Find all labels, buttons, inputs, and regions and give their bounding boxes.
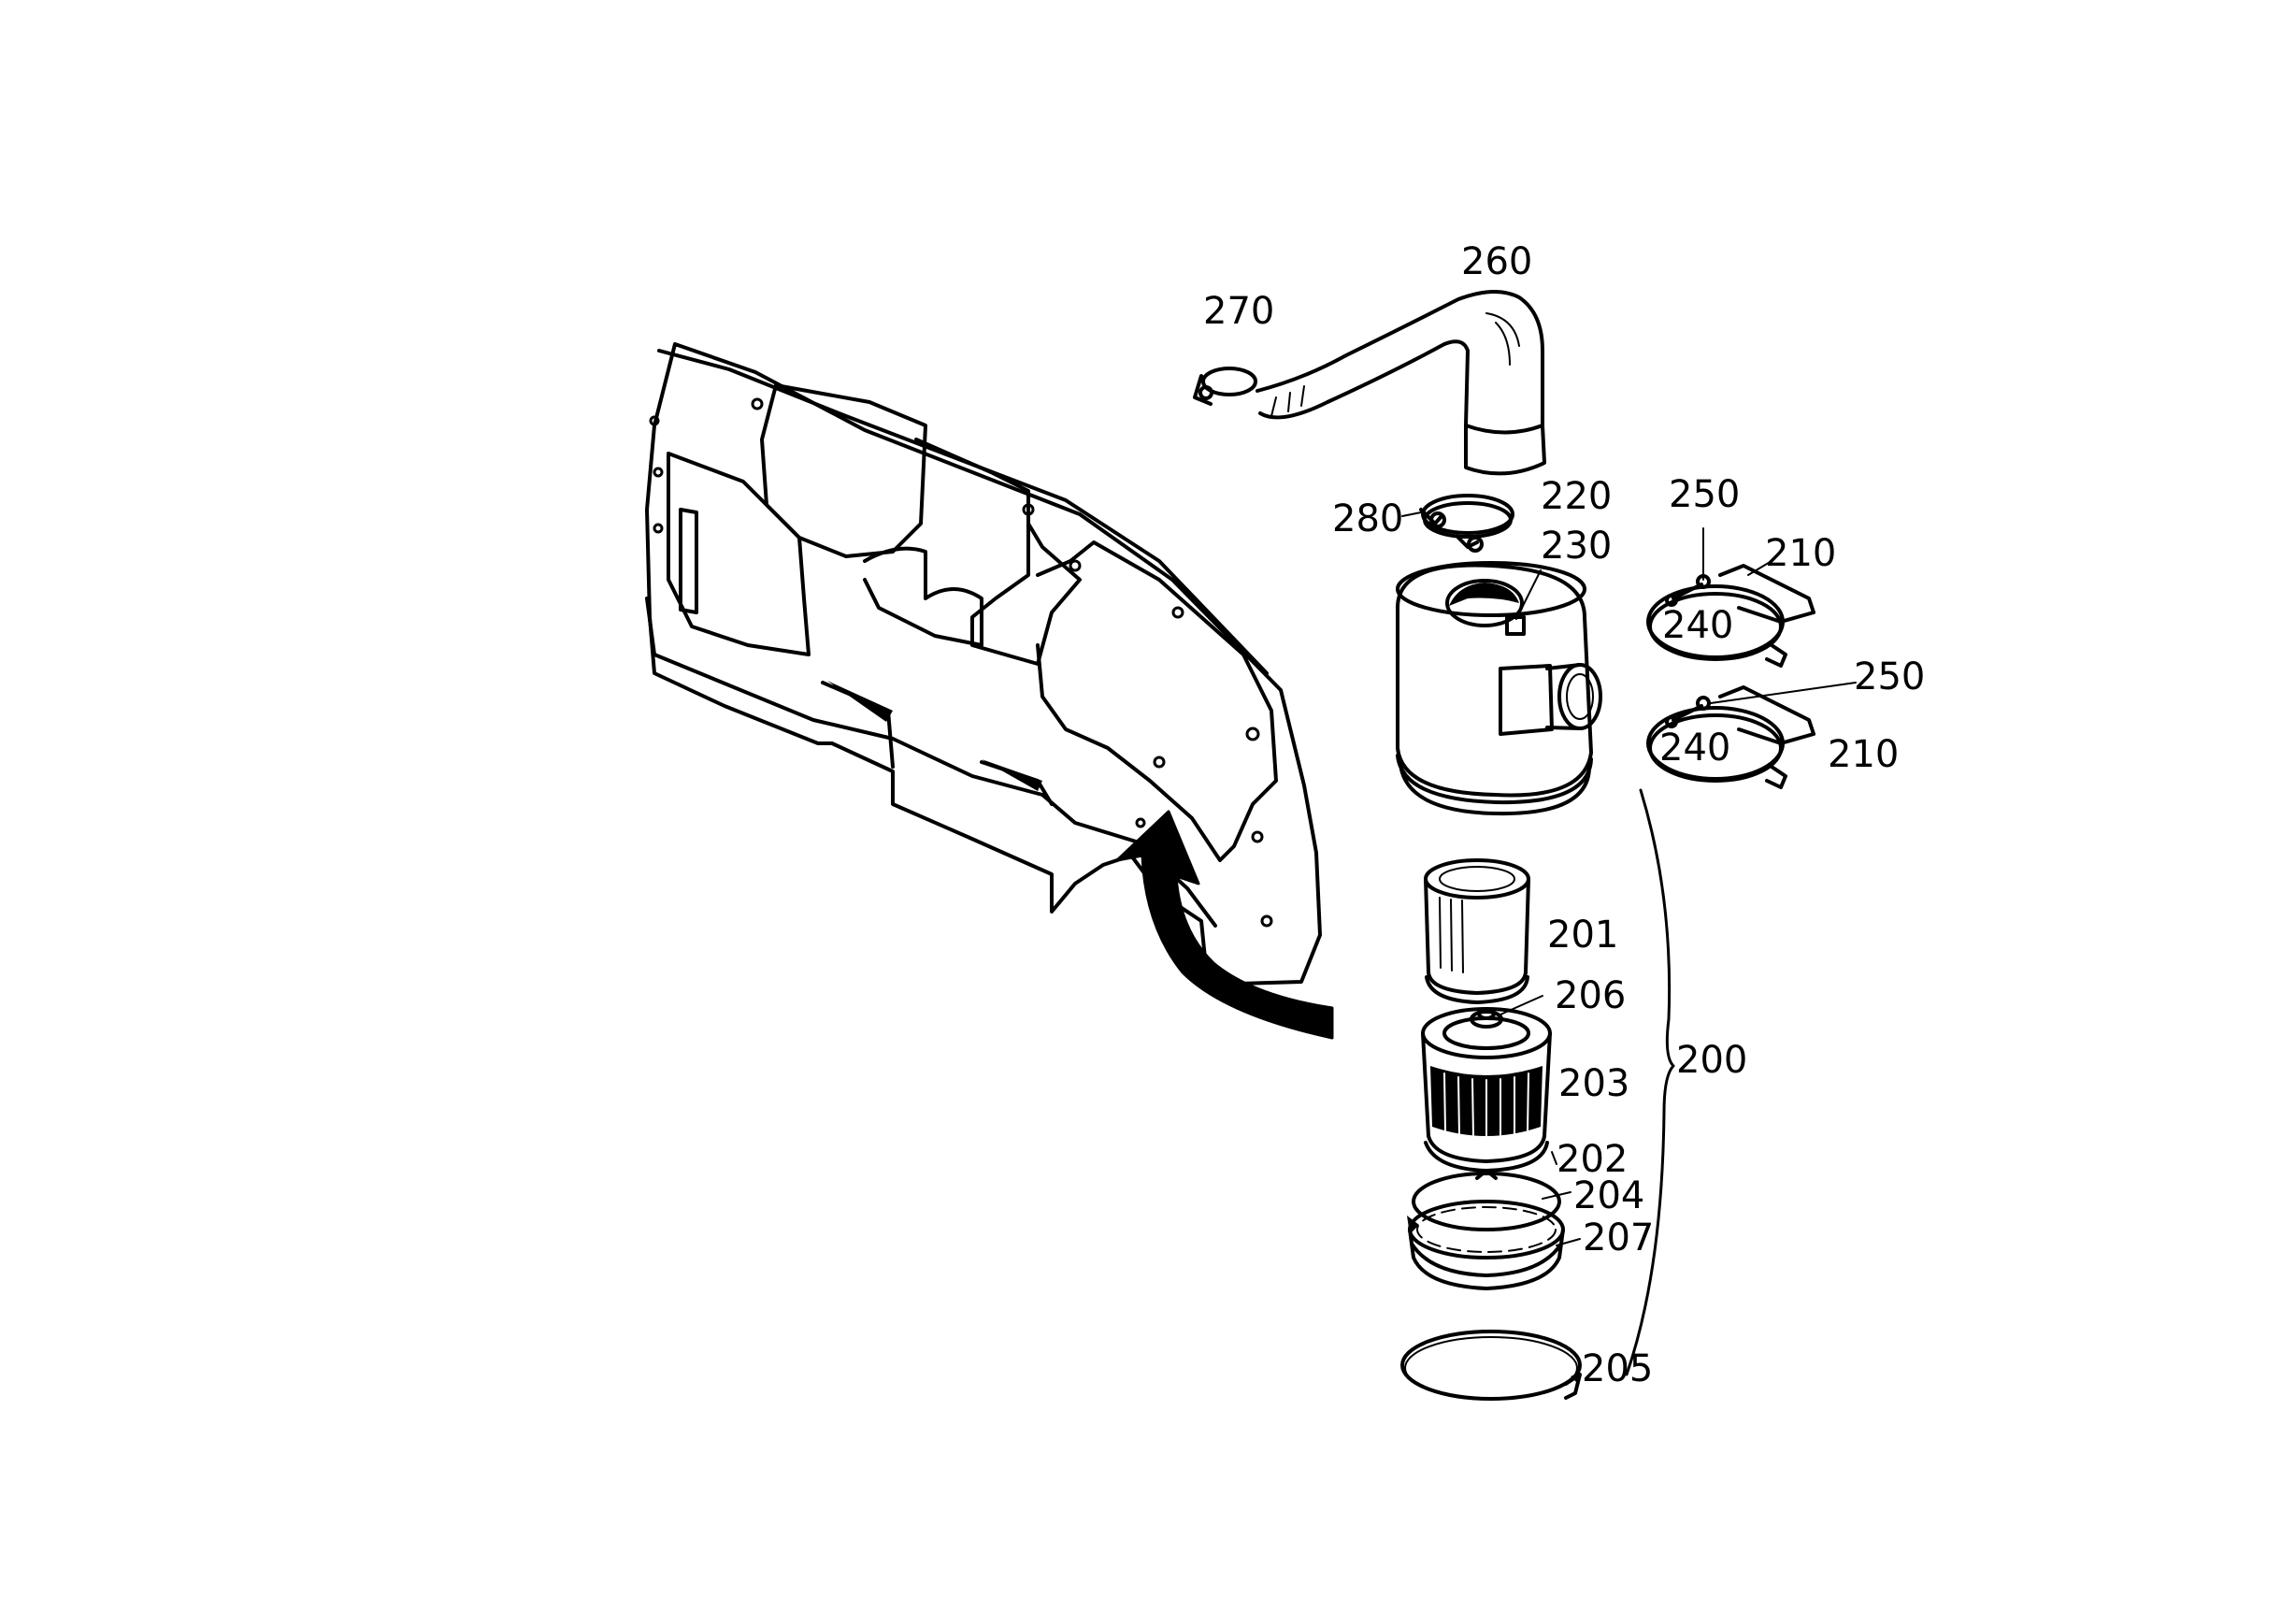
element-pleats bbox=[1443, 1072, 1529, 1139]
frame-shadows bbox=[827, 681, 1042, 791]
callout-205: 205 bbox=[1582, 1347, 1653, 1390]
mounting-band-upper bbox=[1646, 564, 1815, 668]
outlet-clamp bbox=[1419, 494, 1514, 553]
leader-206 bbox=[1500, 995, 1543, 1015]
hose-lower-edge bbox=[1258, 339, 1470, 427]
frame-left-panel bbox=[667, 452, 811, 656]
mounting-band-lower bbox=[1646, 685, 1815, 789]
assembly-brace bbox=[1625, 788, 1675, 1376]
frame-bolt-holes bbox=[649, 397, 1273, 928]
safety-element-shading bbox=[1439, 897, 1464, 973]
housing-band bbox=[1396, 754, 1593, 816]
callout-labels: 260 270 220 280 230 250 210 240 250 240 … bbox=[1203, 240, 1925, 1390]
callout-280: 280 bbox=[1332, 497, 1403, 540]
dust-cup-clip bbox=[1475, 1169, 1498, 1180]
hose-upper-edge bbox=[1256, 289, 1544, 427]
dust-cup-latch bbox=[1407, 1216, 1419, 1234]
callout-204: 204 bbox=[1573, 1174, 1644, 1217]
retaining-ring-hook bbox=[1564, 1373, 1582, 1400]
housing-inlet-tube bbox=[1545, 663, 1582, 730]
band-lower-bracket bbox=[1718, 685, 1815, 745]
air-cleaner-housing bbox=[1396, 561, 1602, 816]
callout-240a: 240 bbox=[1662, 604, 1733, 647]
callout-202: 202 bbox=[1557, 1138, 1628, 1181]
hose-ribs bbox=[1270, 385, 1305, 417]
hose-clamp-screw bbox=[1193, 374, 1213, 406]
leader-204 bbox=[1542, 1191, 1571, 1200]
leader-210a bbox=[1747, 560, 1772, 576]
leader-250b bbox=[1710, 682, 1857, 704]
frame-opening-left bbox=[760, 383, 927, 558]
leader-202 bbox=[1551, 1151, 1557, 1165]
callout-250b: 250 bbox=[1854, 655, 1925, 698]
callout-207: 207 bbox=[1583, 1216, 1654, 1259]
housing-outlet-inner bbox=[1449, 583, 1519, 606]
shadow-wedge-left bbox=[827, 681, 893, 722]
band-upper-latch bbox=[1765, 643, 1787, 668]
callout-250a: 250 bbox=[1669, 473, 1740, 516]
callout-206: 206 bbox=[1555, 974, 1626, 1017]
callout-203: 203 bbox=[1558, 1062, 1629, 1105]
intake-hose bbox=[1256, 289, 1546, 476]
dust-cup-gasket bbox=[1412, 1172, 1561, 1231]
callout-240b: 240 bbox=[1659, 727, 1730, 770]
frame-right-bay bbox=[1036, 540, 1278, 862]
callout-230: 230 bbox=[1541, 525, 1612, 568]
vacuator-valve bbox=[1505, 615, 1526, 636]
safety-filter-element bbox=[1424, 858, 1530, 1004]
leader-280 bbox=[1401, 511, 1422, 517]
housing-outlet bbox=[1445, 579, 1524, 627]
callout-200: 200 bbox=[1676, 1039, 1747, 1082]
callout-210b: 210 bbox=[1828, 733, 1899, 776]
main-filter-element bbox=[1421, 1007, 1552, 1173]
band-lower-bolt bbox=[1672, 704, 1703, 722]
housing-top bbox=[1396, 561, 1586, 617]
leader-lines bbox=[1401, 511, 1857, 1246]
hose-shading bbox=[1485, 312, 1520, 366]
callout-210a: 210 bbox=[1765, 532, 1836, 575]
callout-260: 260 bbox=[1461, 240, 1532, 283]
shadow-wedge-center bbox=[982, 759, 1042, 791]
retaining-ring bbox=[1400, 1330, 1582, 1401]
leader-207 bbox=[1556, 1238, 1581, 1246]
curved-arrow bbox=[1115, 810, 1334, 1040]
band-upper-bolt bbox=[1672, 583, 1703, 600]
frame-opening-center bbox=[914, 438, 1082, 666]
band-upper-bracket bbox=[1718, 564, 1815, 624]
dust-cup bbox=[1407, 1169, 1565, 1290]
callout-270: 270 bbox=[1203, 290, 1274, 333]
frame-saddle bbox=[863, 546, 983, 647]
callout-220: 220 bbox=[1541, 475, 1612, 518]
band-lower-latch bbox=[1765, 765, 1787, 789]
element-center-cap bbox=[1470, 1010, 1503, 1029]
frame-slot bbox=[679, 508, 698, 614]
leader-230 bbox=[1515, 569, 1542, 620]
hose-clamp bbox=[1193, 367, 1257, 406]
hose-cuff bbox=[1464, 424, 1546, 476]
callout-201: 201 bbox=[1547, 914, 1618, 957]
